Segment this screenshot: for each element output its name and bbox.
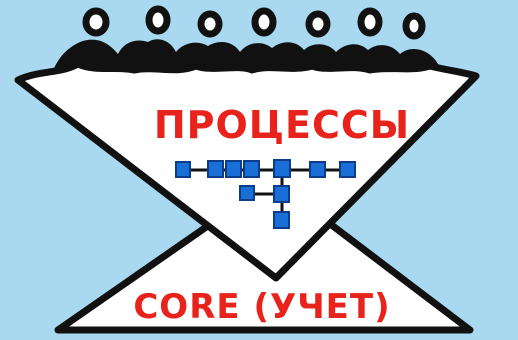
core-label: CORE (УЧЕТ)	[133, 287, 390, 327]
processes-label: ПРОЦЕССЫ	[154, 103, 410, 147]
process-diagram-icon	[175, 159, 356, 229]
